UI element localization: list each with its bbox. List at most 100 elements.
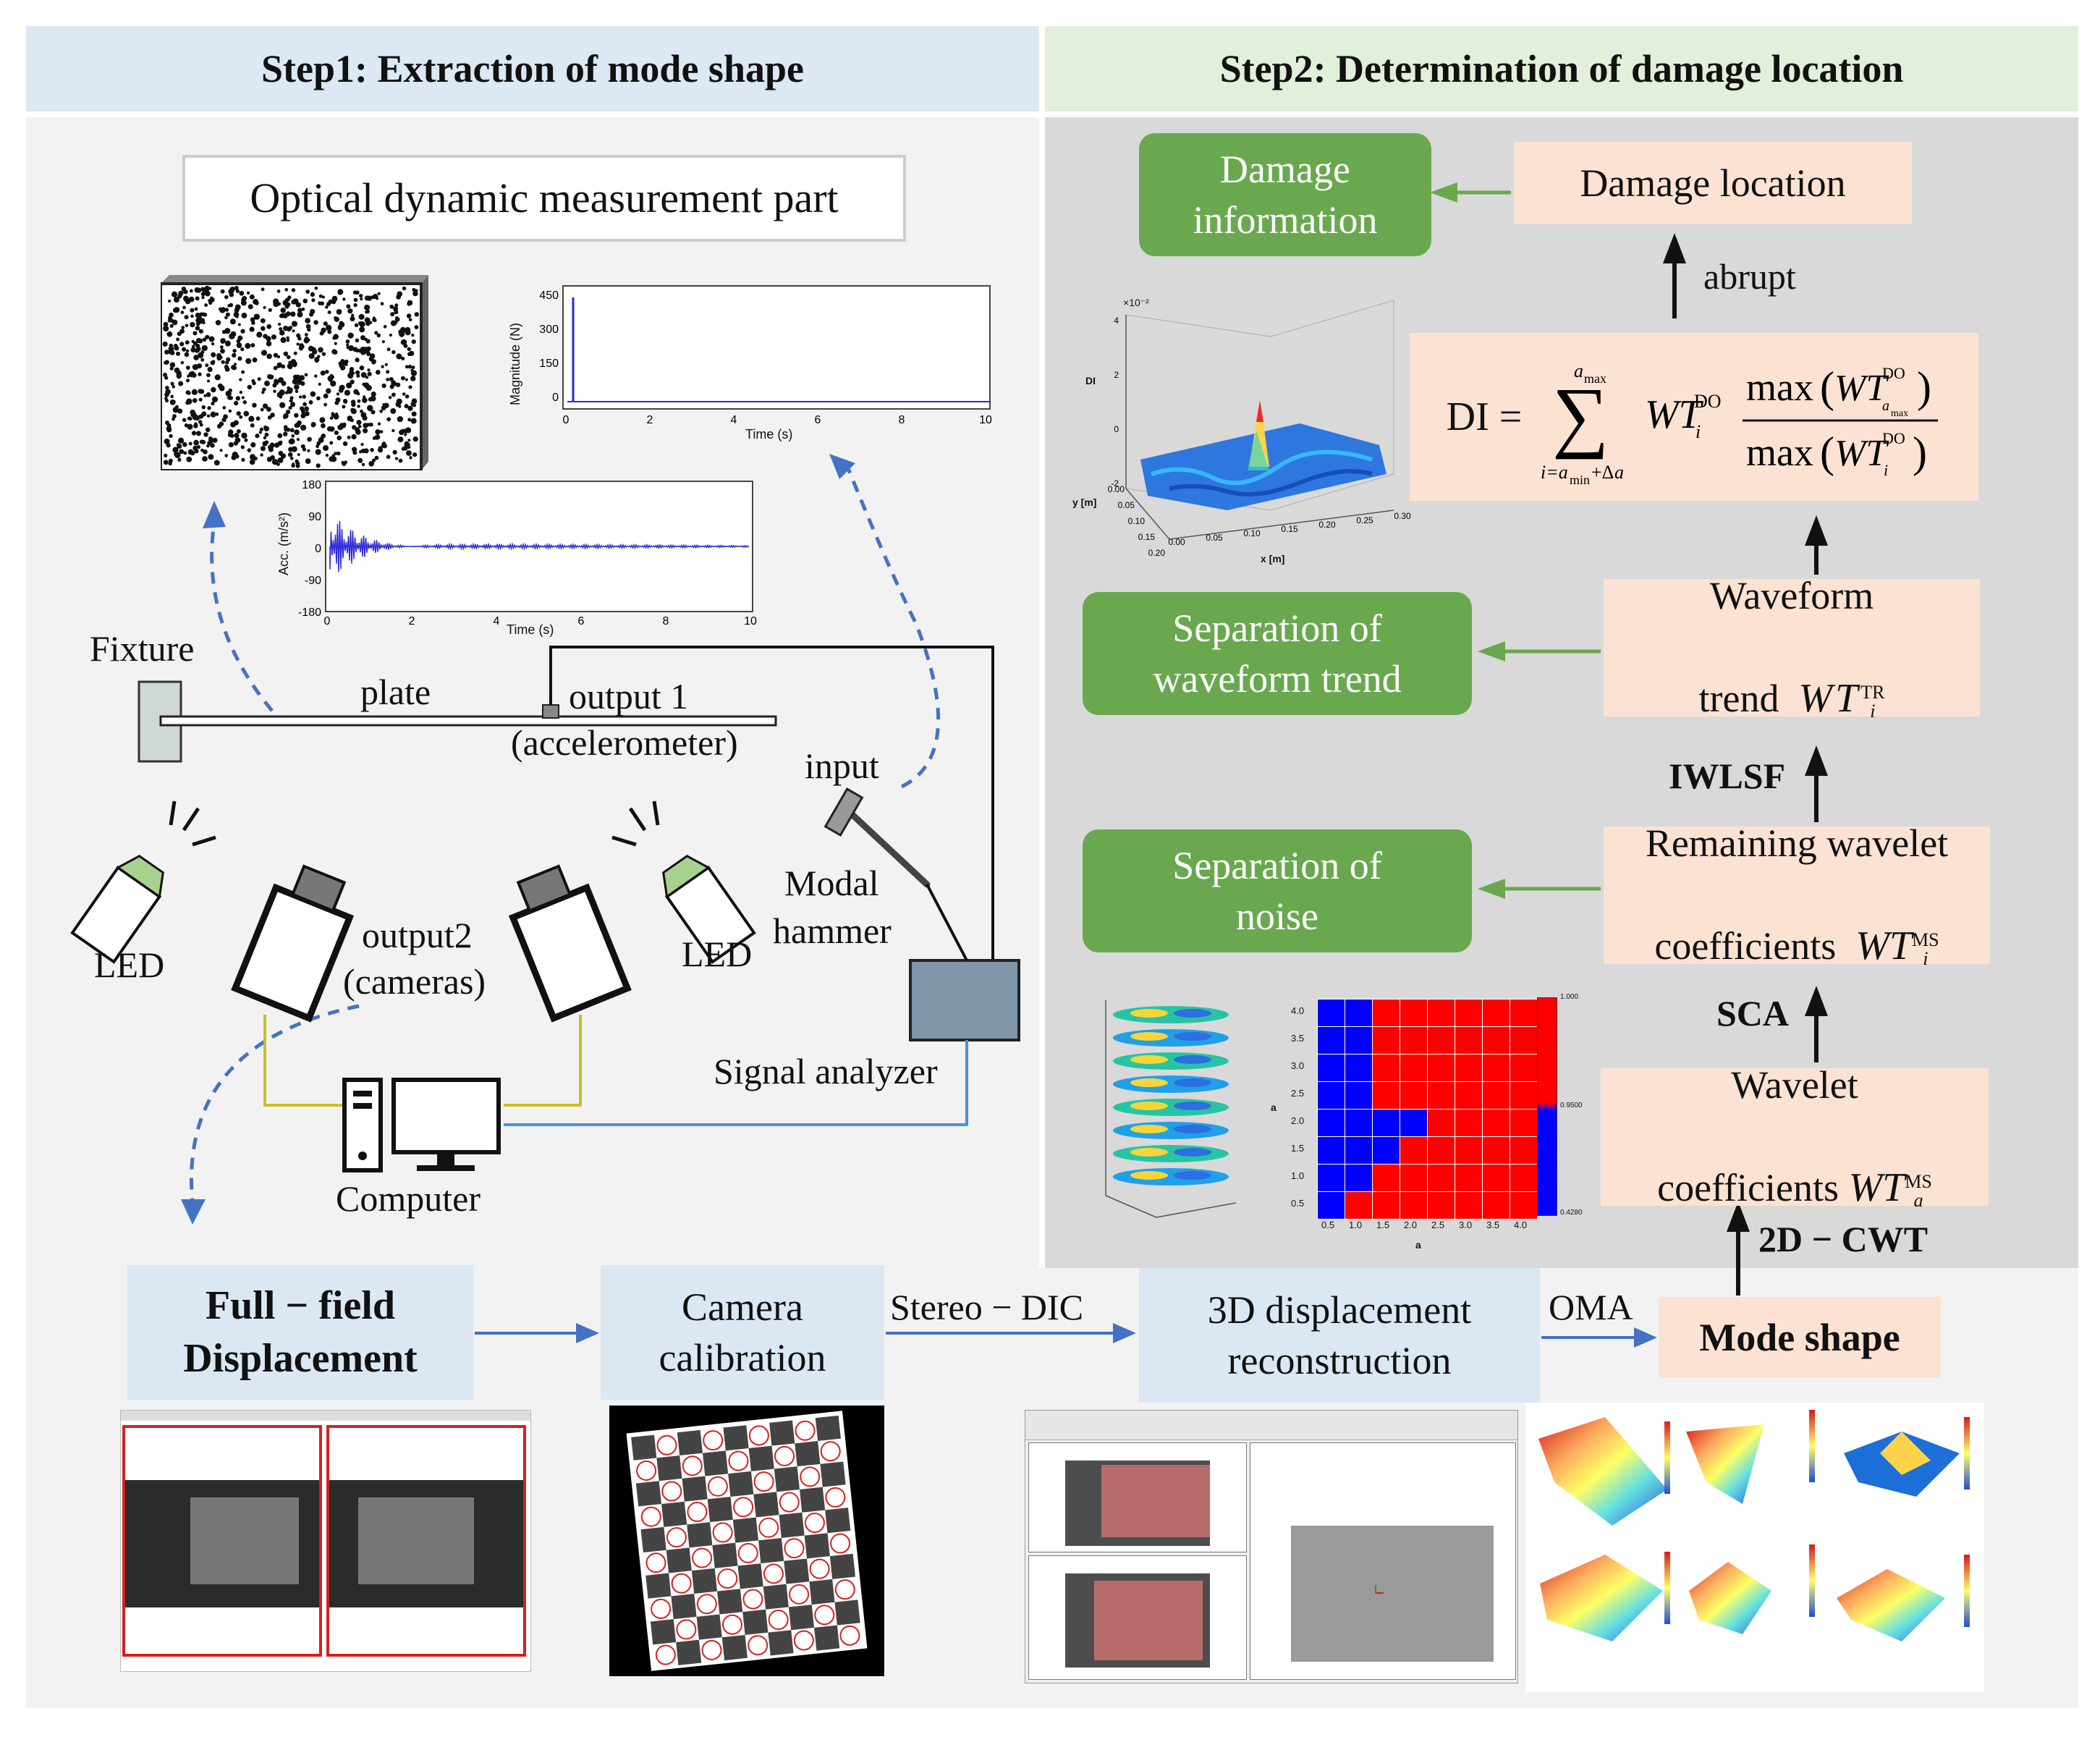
di-ytick: 0.15: [1138, 532, 1156, 542]
mode-4: [1540, 1552, 1670, 1641]
checkerboard-svg: [626, 1411, 868, 1671]
svg-text:i=a: i=a: [1541, 462, 1568, 483]
heatmap-cell: [1345, 1054, 1373, 1082]
heatmap-cell: [1317, 1164, 1345, 1192]
di-ytick: 0.10: [1128, 516, 1146, 526]
dic-software-screenshot: [1025, 1410, 1518, 1683]
separation-noise-text: Separation of noise: [1172, 843, 1382, 938]
heatmap-cell: [1345, 1164, 1373, 1192]
accelerometer: [542, 704, 559, 719]
heatmap-cell: [1482, 1109, 1510, 1137]
di-formula-lhs: DI =: [1446, 394, 1523, 439]
di-plot-ylabel: y [m]: [1072, 496, 1097, 508]
acc-ytick: -180: [298, 607, 321, 619]
heatmap-cell: [1482, 1026, 1510, 1055]
heatmap-cell: [1427, 1109, 1455, 1137]
heatmap-cell: [1400, 1026, 1428, 1055]
heatmap-cell: [1400, 1081, 1428, 1110]
svg-text:WT: WT: [1834, 368, 1889, 409]
force-ytick: 0: [552, 392, 559, 404]
di-xtick: 0.25: [1356, 515, 1373, 525]
heatmap-cell: [1317, 1026, 1345, 1055]
step2-header-text: Step2: Determination of damage location: [1219, 46, 1904, 90]
di-ztick: 2: [1114, 370, 1119, 380]
step1-header: Step1: Extraction of mode shape: [26, 26, 1039, 111]
heatmap-cell: [1427, 1054, 1455, 1082]
acc-xtick: 2: [409, 615, 415, 627]
di-formula-box: DI = a max ∑ i=a min +Δ a WT DO i max ( …: [1410, 333, 1978, 501]
force-ytick: 150: [539, 358, 559, 370]
modal-hammer-head: [824, 787, 864, 837]
heatmap-cell: [1510, 1054, 1538, 1082]
camera-left: [231, 864, 355, 1023]
computer-monitor: [391, 1078, 501, 1154]
svg-text:a: a: [1574, 360, 1583, 381]
heatmap-cell: [1400, 999, 1428, 1027]
damage-location-text: Damage location: [1580, 161, 1846, 205]
heatmap-col-label: 2.0: [1404, 1220, 1418, 1230]
calibration-board-image: [609, 1406, 884, 1676]
test-setup-drawing: [70, 454, 1020, 1225]
heatmap-cell: [1317, 999, 1345, 1027]
svg-text:(: (: [1820, 428, 1834, 476]
heatmap-cell: [1455, 1109, 1483, 1137]
svg-text:i: i: [1884, 461, 1888, 479]
force-xtick: 8: [899, 414, 905, 426]
wavelet-slice: [1113, 1075, 1229, 1093]
heatmap-cell: [1427, 999, 1455, 1027]
waveform-trend-line1: Waveform: [1709, 574, 1874, 618]
modal-label: Modal: [784, 863, 879, 903]
heatmap-cell: [1400, 1109, 1428, 1137]
svg-text:WT: WT: [1645, 392, 1704, 437]
di-plot-zlabel: DI: [1085, 375, 1096, 386]
acc-xtick: 8: [663, 615, 669, 627]
heatmap-row-label: 3.0: [1291, 1060, 1305, 1071]
heatmap-cell: [1317, 1109, 1345, 1137]
heatmap-cell: [1427, 1081, 1455, 1110]
di-xtick: 0.15: [1281, 524, 1298, 534]
heatmap-cell: [1345, 999, 1373, 1027]
heatmap-cell: [1482, 1081, 1510, 1110]
heatmap-row-label: 1.0: [1291, 1170, 1305, 1181]
wavelet-slice: [1113, 1122, 1229, 1139]
plate-beam: [159, 715, 777, 727]
heatmap-cell: [1482, 999, 1510, 1027]
heatmap-cell: [1345, 1136, 1373, 1165]
waveform-trend-line2: trend: [1698, 676, 1779, 720]
heatmap-cell: [1510, 1164, 1538, 1192]
force-xtick: 2: [647, 414, 653, 426]
heatmap-cell: [1317, 1081, 1345, 1110]
output1-label: output 1: [569, 676, 689, 717]
svg-text:+Δ: +Δ: [1591, 462, 1614, 483]
di-xtick: 0.30: [1394, 511, 1411, 521]
heatmap-row-label: 2.5: [1291, 1088, 1305, 1099]
mode-shape-box: Mode shape: [1659, 1297, 1941, 1378]
optical-part-title: Optical dynamic measurement part: [182, 155, 906, 242]
iwlsf-label: IWLSF: [1669, 756, 1786, 796]
wavelet-line2: coefficients: [1657, 1165, 1839, 1209]
full-field-line1: Full − field: [205, 1283, 396, 1329]
led-left-label: LED: [94, 944, 165, 985]
led-right-lamp: [662, 855, 756, 964]
separation-trend-text: Separation of waveform trend: [1153, 606, 1402, 701]
mode-6: [1837, 1555, 1970, 1641]
heatmap-cell: [1400, 1054, 1428, 1082]
camera-calibration-box: Camera calibration: [601, 1265, 884, 1400]
svg-text:a: a: [1882, 398, 1889, 414]
accelerometer-label: (accelerometer): [511, 722, 738, 763]
heatmap-cell: [1372, 1026, 1400, 1055]
signal-analyzer-box: [909, 959, 1020, 1041]
heatmap-cell: [1372, 1191, 1400, 1220]
computer-label: Computer: [336, 1178, 480, 1219]
wavelet-slice: [1113, 1052, 1229, 1070]
svg-text:max: max: [1746, 365, 1813, 409]
heatmap-cell: [1482, 1136, 1510, 1165]
svg-text:a: a: [1614, 462, 1624, 483]
heatmap-ylabel: a: [1271, 1102, 1276, 1113]
heatmap-cell: [1455, 1136, 1483, 1165]
